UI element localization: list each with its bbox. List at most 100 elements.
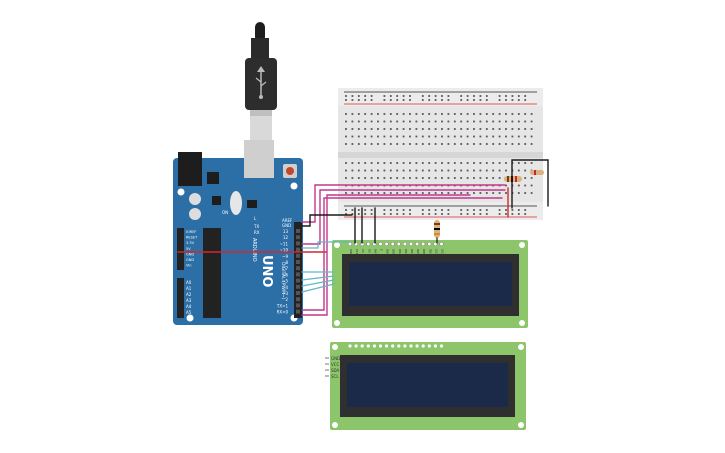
rail-hole[interactable] [434, 99, 437, 101]
terminal-hole[interactable] [345, 143, 347, 145]
header-pin[interactable] [296, 309, 300, 314]
rail-hole[interactable] [351, 213, 354, 215]
wire-teal[interactable] [301, 275, 335, 281]
terminal-hole[interactable] [345, 135, 347, 138]
terminal-hole[interactable] [370, 169, 373, 172]
rail-hole[interactable] [357, 213, 360, 215]
lcd-pin[interactable] [409, 344, 413, 348]
terminal-hole[interactable] [473, 120, 475, 123]
arduino-uno-board[interactable]: UNO ARDUINO DIGITAL (PWM~) AREF GND L TX… [173, 140, 303, 325]
terminal-hole[interactable] [364, 162, 367, 164]
terminal-hole[interactable] [421, 113, 424, 115]
terminal-hole[interactable] [441, 169, 443, 172]
terminal-hole[interactable] [351, 128, 354, 130]
terminal-hole[interactable] [505, 184, 507, 187]
terminal-hole[interactable] [389, 143, 392, 145]
terminal-hole[interactable] [505, 113, 507, 115]
rail-hole[interactable] [524, 99, 527, 101]
terminal-hole[interactable] [498, 113, 501, 115]
terminal-hole[interactable] [447, 143, 450, 145]
rail-hole[interactable] [517, 99, 520, 101]
lcd-pin[interactable] [366, 241, 371, 247]
terminal-hole[interactable] [383, 192, 386, 194]
i2c-pin[interactable] [325, 363, 329, 365]
lcd-pin[interactable] [402, 241, 407, 247]
terminal-hole[interactable] [364, 177, 367, 179]
terminal-hole[interactable] [396, 128, 399, 130]
terminal-hole[interactable] [441, 143, 443, 145]
terminal-hole[interactable] [517, 120, 520, 123]
terminal-hole[interactable] [428, 177, 431, 179]
terminal-hole[interactable] [396, 113, 399, 115]
header-pin[interactable] [296, 284, 300, 289]
terminal-hole[interactable] [364, 143, 367, 145]
terminal-hole[interactable] [351, 143, 354, 145]
terminal-hole[interactable] [357, 192, 360, 194]
terminal-hole[interactable] [345, 162, 347, 164]
rail-hole[interactable] [447, 209, 450, 211]
terminal-hole[interactable] [402, 143, 405, 145]
terminal-hole[interactable] [364, 192, 367, 194]
terminal-hole[interactable] [415, 143, 418, 145]
rail-hole[interactable] [345, 99, 347, 101]
terminal-hole[interactable] [479, 113, 482, 115]
rail-hole[interactable] [524, 209, 527, 211]
terminal-hole[interactable] [370, 128, 373, 130]
terminal-hole[interactable] [364, 120, 367, 123]
terminal-hole[interactable] [421, 177, 424, 179]
rail-hole[interactable] [428, 213, 431, 215]
rail-hole[interactable] [428, 99, 431, 101]
rail-hole[interactable] [421, 99, 424, 101]
terminal-hole[interactable] [428, 120, 431, 123]
terminal-hole[interactable] [460, 192, 463, 194]
terminal-hole[interactable] [357, 128, 360, 130]
terminal-hole[interactable] [485, 177, 488, 179]
terminal-hole[interactable] [511, 143, 514, 145]
terminal-hole[interactable] [441, 162, 443, 164]
terminal-hole[interactable] [370, 135, 373, 138]
terminal-hole[interactable] [524, 143, 527, 145]
header-pin[interactable] [296, 235, 300, 240]
resistor[interactable] [530, 170, 544, 175]
terminal-hole[interactable] [434, 128, 437, 130]
terminal-hole[interactable] [428, 143, 431, 145]
terminal-hole[interactable] [364, 135, 367, 138]
terminal-hole[interactable] [530, 128, 533, 130]
terminal-hole[interactable] [370, 177, 373, 179]
rail-hole[interactable] [409, 213, 411, 215]
terminal-hole[interactable] [351, 135, 354, 138]
terminal-hole[interactable] [409, 169, 411, 172]
terminal-hole[interactable] [351, 169, 354, 172]
rail-hole[interactable] [479, 209, 482, 211]
rail-hole[interactable] [396, 99, 399, 101]
terminal-hole[interactable] [492, 177, 495, 179]
terminal-hole[interactable] [345, 169, 347, 172]
terminal-hole[interactable] [530, 113, 533, 115]
terminal-hole[interactable] [479, 128, 482, 130]
terminal-hole[interactable] [466, 135, 469, 138]
rail-hole[interactable] [409, 95, 411, 97]
rail-hole[interactable] [447, 95, 450, 97]
rail-hole[interactable] [383, 209, 386, 211]
terminal-hole[interactable] [421, 143, 424, 145]
rail-hole[interactable] [364, 95, 367, 97]
terminal-hole[interactable] [460, 162, 463, 164]
terminal-hole[interactable] [402, 162, 405, 164]
terminal-hole[interactable] [428, 113, 431, 115]
terminal-hole[interactable] [383, 128, 386, 130]
terminal-hole[interactable] [530, 143, 533, 145]
terminal-hole[interactable] [524, 162, 527, 164]
terminal-hole[interactable] [473, 143, 475, 145]
rail-hole[interactable] [402, 95, 405, 97]
rail-hole[interactable] [524, 213, 527, 215]
terminal-hole[interactable] [460, 113, 463, 115]
rail-hole[interactable] [460, 209, 463, 211]
header-pin[interactable] [296, 260, 300, 264]
terminal-hole[interactable] [479, 120, 482, 123]
rail-hole[interactable] [421, 213, 424, 215]
terminal-hole[interactable] [447, 177, 450, 179]
rail-hole[interactable] [511, 95, 514, 97]
terminal-hole[interactable] [421, 169, 424, 172]
rail-hole[interactable] [505, 213, 507, 215]
